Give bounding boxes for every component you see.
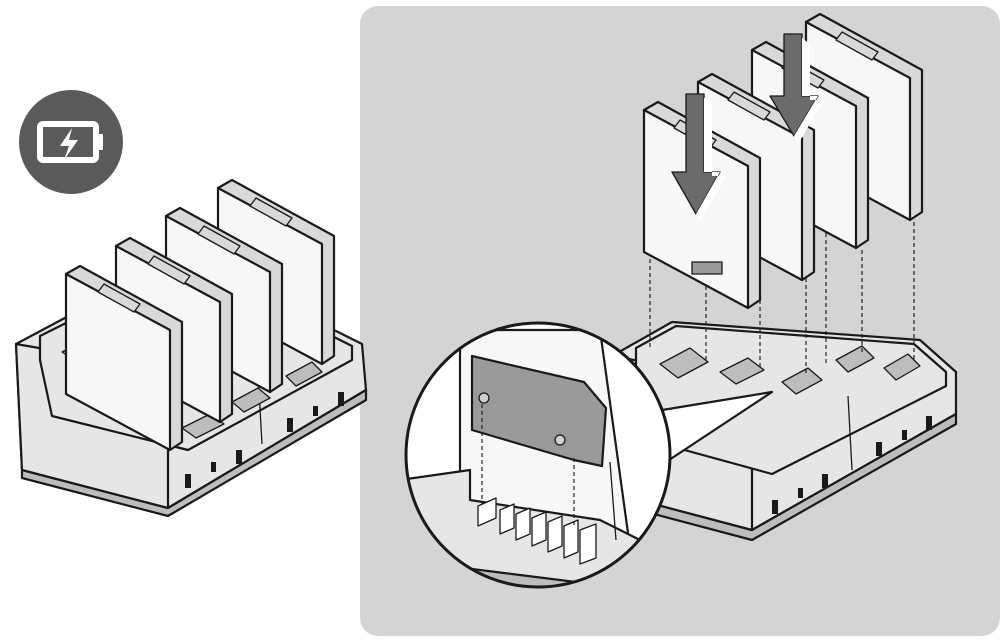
dock-connector-pins bbox=[477, 497, 597, 565]
magnifier-callout bbox=[404, 321, 672, 589]
alignment-guides bbox=[649, 222, 915, 374]
left-battery-1 bbox=[64, 264, 184, 452]
down-arrow-icon bbox=[769, 33, 824, 144]
battery-charging-icon bbox=[19, 90, 123, 194]
down-arrow-icon bbox=[671, 93, 726, 222]
